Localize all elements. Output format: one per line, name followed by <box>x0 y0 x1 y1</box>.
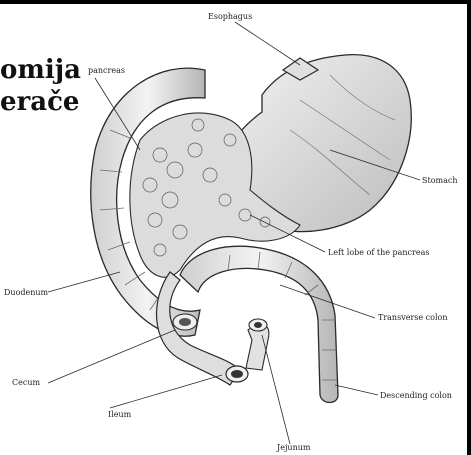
title-line-2: erače <box>0 86 81 118</box>
label-duodenum: Duodenum <box>4 288 48 297</box>
label-pancreas: pancreas <box>88 66 125 75</box>
label-descending-colon: Descending colon <box>380 391 452 400</box>
label-left-lobe-pancreas: Left lobe of the pancreas <box>328 248 429 257</box>
label-jejunum: Jejunum <box>277 443 310 452</box>
label-ileum: Ileum <box>108 410 131 419</box>
label-stomach: Stomach <box>422 176 458 185</box>
label-transverse-colon: Transverse colon <box>378 313 447 322</box>
label-cecum: Cecum <box>12 378 40 387</box>
slide-title: omija erače <box>0 54 81 118</box>
title-line-1: omija <box>0 54 81 86</box>
label-esophagus: Esophagus <box>208 12 252 21</box>
